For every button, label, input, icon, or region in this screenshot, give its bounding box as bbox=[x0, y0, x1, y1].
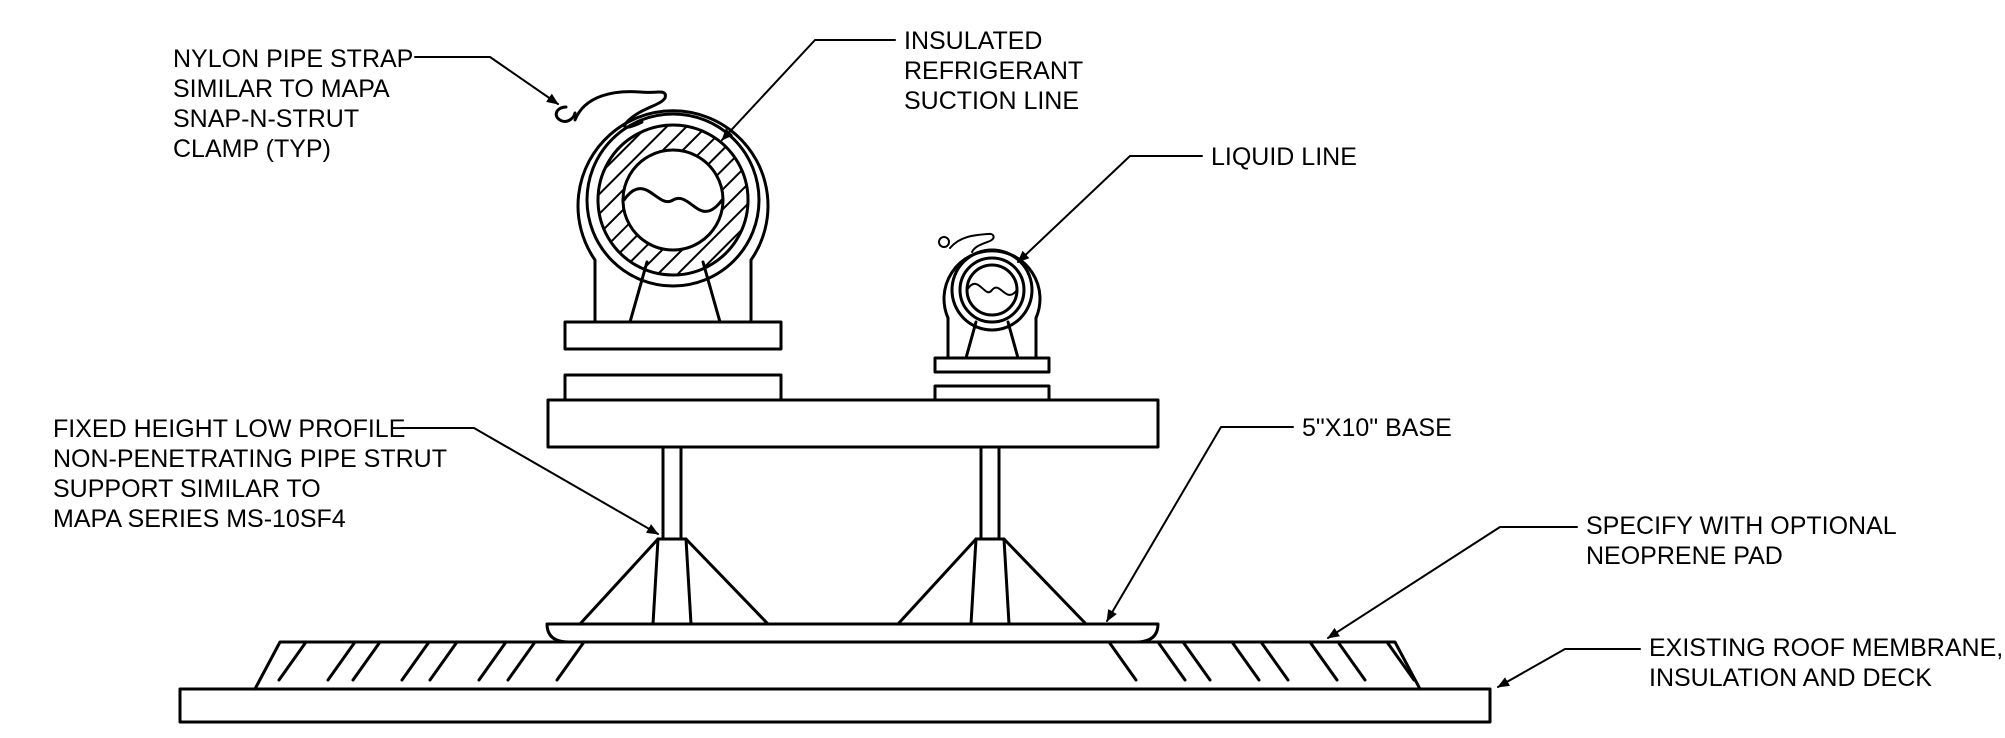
left-strut-leg bbox=[578, 445, 770, 626]
leader-lines bbox=[401, 39, 1641, 688]
label-nylon-strap: NYLON PIPE STRAP SIMILAR TO MAPA SNAP-N-… bbox=[173, 45, 420, 163]
leader-neoprene-pad bbox=[1327, 526, 1578, 639]
large-pipe-clamp bbox=[554, 90, 783, 402]
callout-labels: NYLON PIPE STRAP SIMILAR TO MAPA SNAP-N-… bbox=[53, 27, 2005, 692]
label-neoprene-pad: SPECIFY WITH OPTIONAL NEOPRENE PAD bbox=[1586, 512, 1903, 570]
leader-roof bbox=[1497, 648, 1641, 688]
strut-base bbox=[545, 622, 1160, 644]
label-suction-line: INSULATED REFRIGERANT SUCTION LINE bbox=[904, 27, 1090, 115]
right-strut-leg bbox=[896, 445, 1088, 626]
leader-base bbox=[1106, 426, 1294, 622]
strut-channel bbox=[546, 398, 1160, 449]
leader-pipe-strut bbox=[401, 427, 659, 535]
small-pipe-clamp bbox=[933, 232, 1051, 402]
roof-deck bbox=[178, 640, 1492, 724]
leader-liquid-line bbox=[1017, 155, 1203, 263]
leader-suction-line bbox=[721, 39, 896, 141]
label-base: 5"X10" BASE bbox=[1302, 414, 1452, 442]
leader-nylon-strap bbox=[414, 56, 559, 105]
label-liquid-line: LIQUID LINE bbox=[1211, 143, 1357, 171]
label-pipe-strut: FIXED HEIGHT LOW PROFILE NON-PENETRATING… bbox=[53, 415, 454, 533]
label-roof: EXISTING ROOF MEMBRANE, INSULATION AND D… bbox=[1649, 634, 2005, 692]
